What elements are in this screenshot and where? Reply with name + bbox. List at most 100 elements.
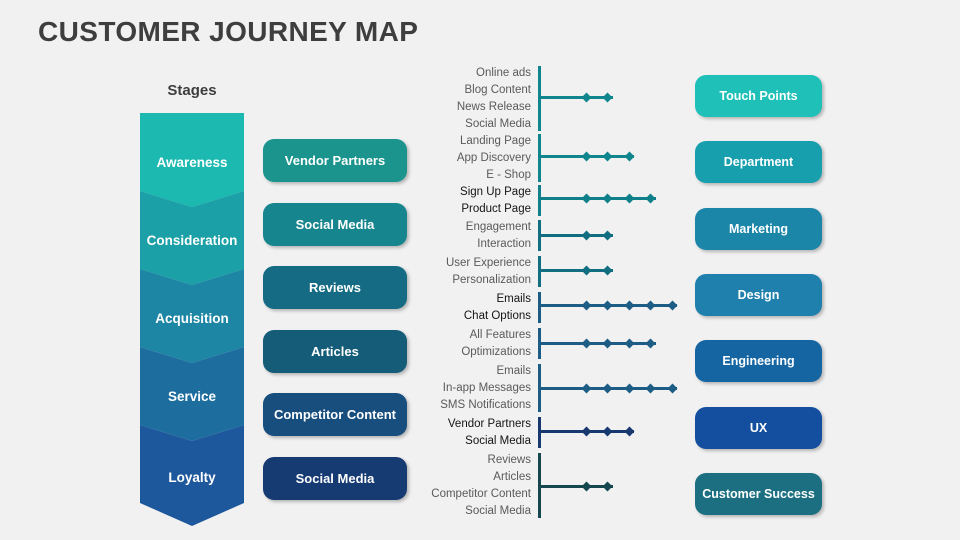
channel-pill-label: Social Media xyxy=(295,471,375,486)
touchpoint-label: Landing Page xyxy=(460,135,531,147)
touchpoint-label: User Experience xyxy=(445,257,531,269)
category-pill-label: Marketing xyxy=(728,221,789,236)
diamond-marker xyxy=(624,383,634,393)
touchpoint-label: Engagement xyxy=(465,221,531,233)
category-pill-department: Department xyxy=(695,141,822,184)
group-axis-line xyxy=(538,66,541,131)
touchpoint-label: Social Media xyxy=(465,505,531,517)
diamond-marker xyxy=(645,193,656,203)
channel-pill-label: Articles xyxy=(311,343,359,359)
touchpoint-label: Vendor Partners xyxy=(447,418,531,430)
touchpoint-label: Blog Content xyxy=(464,84,532,96)
marker-line xyxy=(540,96,613,99)
category-pill-design: Design xyxy=(695,273,822,316)
diamond-marker xyxy=(667,300,677,310)
touchpoint-label: Social Media xyxy=(465,435,531,447)
group-axis-line xyxy=(538,292,541,323)
touchpoint-label: Emails xyxy=(496,365,531,377)
group-axis-line xyxy=(538,328,541,359)
channel-pill-vendor-partners: Vendor Partners xyxy=(263,139,407,182)
stage-label: Acquisition xyxy=(155,310,229,326)
touchpoint-label: Chat Options xyxy=(463,310,531,322)
group-axis-line xyxy=(538,220,541,251)
diamond-marker xyxy=(602,338,613,348)
touchpoint-label: Competitor Content xyxy=(431,488,531,500)
diamond-marker xyxy=(581,300,591,310)
channel-pill-competitor-content: Competitor Content xyxy=(263,393,407,437)
diamond-marker xyxy=(602,265,613,275)
stage-label: Consideration xyxy=(146,232,238,248)
group-axis-line xyxy=(538,417,541,448)
touchpoint-label: News Release xyxy=(456,101,531,113)
diamond-marker xyxy=(581,151,591,161)
diamond-marker xyxy=(602,383,613,393)
marker-line xyxy=(540,197,656,200)
group-axis-line xyxy=(538,364,541,412)
channel-pill-social-media: Social Media xyxy=(263,457,407,500)
category-pill-engineering: Engineering xyxy=(695,340,822,383)
touchpoint-label: Personalization xyxy=(452,274,531,286)
diamond-marker xyxy=(624,338,634,348)
touchpoint-label: Sign Up Page xyxy=(460,186,531,198)
diamond-marker xyxy=(667,383,677,393)
touchpoint-label: In-app Messages xyxy=(442,382,531,394)
diamond-marker xyxy=(581,481,591,491)
category-pill-label: Design xyxy=(737,287,780,302)
diamond-marker xyxy=(602,426,613,436)
diamond-marker xyxy=(581,426,591,436)
category-pill-label: Touch Points xyxy=(719,89,798,103)
channel-pill-articles: Articles xyxy=(263,329,407,373)
marker-line xyxy=(540,485,613,488)
stage-awareness: Awareness xyxy=(140,113,244,207)
stage-label: Awareness xyxy=(156,154,228,170)
category-pill-marketing: Marketing xyxy=(695,207,822,250)
touchpoint-label: Reviews xyxy=(487,454,531,466)
channel-pill-label: Social Media xyxy=(295,216,375,232)
page-title: CUSTOMER JOURNEY MAP xyxy=(38,16,419,47)
diamond-marker xyxy=(602,481,613,491)
category-pill-customer-success: Customer Success xyxy=(695,472,822,515)
diamond-marker xyxy=(581,193,591,203)
marker-line xyxy=(540,342,656,345)
diamond-marker xyxy=(624,426,634,436)
stage-loyalty: Loyalty xyxy=(140,425,244,526)
diamond-marker xyxy=(602,193,613,203)
touchpoint-label: Online ads xyxy=(476,67,531,79)
touchpoint-label: Optimizations xyxy=(461,346,531,358)
diamond-marker xyxy=(645,300,656,310)
diamond-marker xyxy=(624,193,634,203)
category-pill-label: Department xyxy=(723,155,794,170)
group-axis-line xyxy=(538,453,541,518)
diamond-marker xyxy=(602,300,613,310)
diamond-marker xyxy=(581,92,591,102)
channel-pill-reviews: Reviews xyxy=(263,266,407,310)
category-pill-label: Engineering xyxy=(722,354,795,369)
diamond-marker xyxy=(581,338,591,348)
diamond-marker xyxy=(581,383,591,393)
touchpoint-label: Interaction xyxy=(477,238,531,250)
diamond-marker xyxy=(645,383,656,393)
diamond-marker xyxy=(581,265,591,275)
category-pill-label: UX xyxy=(749,420,768,435)
diamond-marker xyxy=(602,230,613,240)
channel-pill-label: Competitor Content xyxy=(273,407,397,423)
diamond-marker xyxy=(624,151,634,161)
diamond-marker xyxy=(645,338,656,348)
category-pill-label: Customer Success xyxy=(702,486,815,501)
channel-pill-label: Vendor Partners xyxy=(284,153,386,168)
touchpoint-label: Articles xyxy=(493,471,531,483)
channel-pill-social-media: Social Media xyxy=(263,202,407,246)
marker-line xyxy=(540,234,613,237)
stage-label: Service xyxy=(167,388,217,404)
